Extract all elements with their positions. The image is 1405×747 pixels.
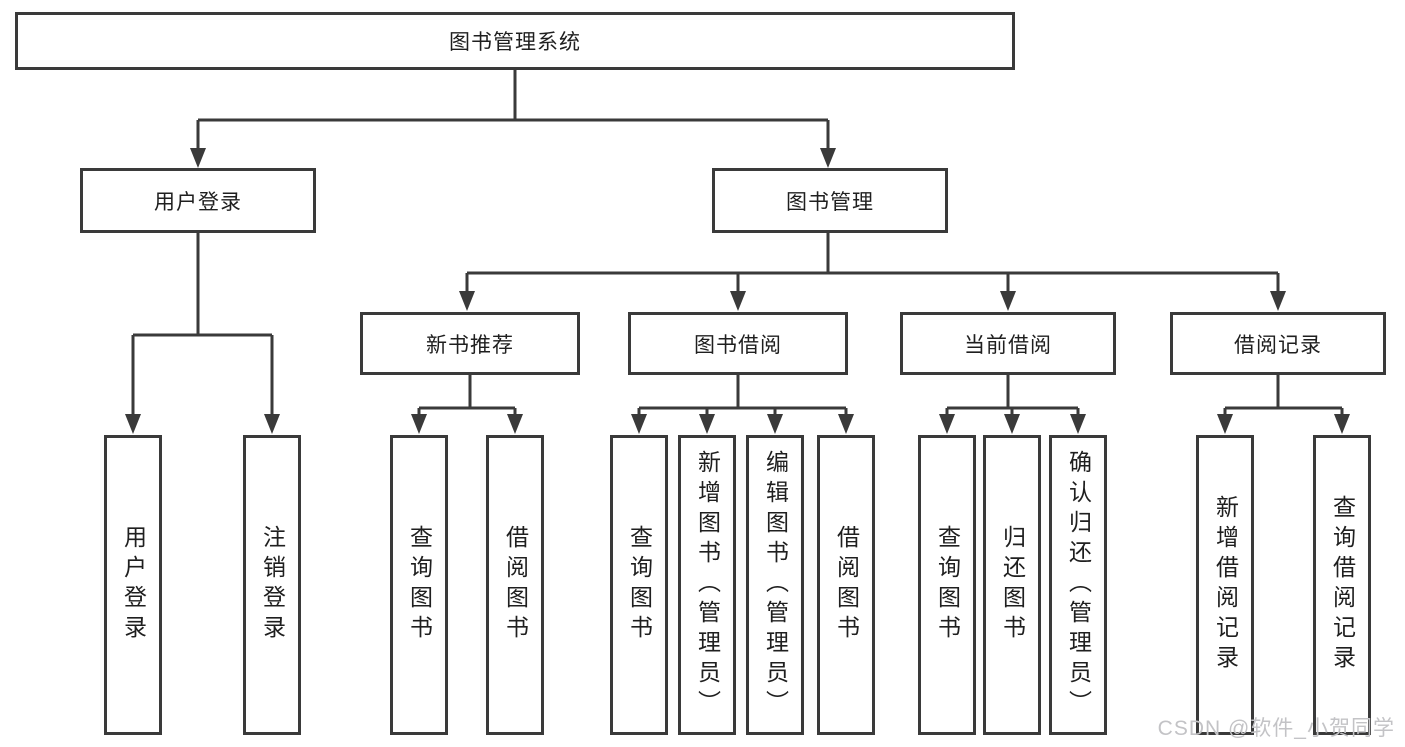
leaf-logout: 注销登录 [243, 435, 301, 735]
node-user-login: 用户登录 [80, 168, 316, 233]
leaf-bb-edit-book-admin: 编辑图书（管理员） [746, 435, 804, 735]
node-label: 查询图书 [406, 525, 433, 645]
node-label: 新增借阅记录 [1212, 495, 1239, 675]
node-label: 新书推荐 [426, 333, 514, 357]
node-label: 当前借阅 [964, 333, 1052, 357]
node-root-system: 图书管理系统 [15, 12, 1015, 70]
leaf-br-add-record: 新增借阅记录 [1196, 435, 1254, 735]
leaf-bb-query-book: 查询图书 [610, 435, 668, 735]
node-current-borrow: 当前借阅 [900, 312, 1116, 375]
leaf-rec-query-book: 查询图书 [390, 435, 448, 735]
leaf-br-query-record: 查询借阅记录 [1313, 435, 1371, 735]
node-label: 借阅记录 [1234, 333, 1322, 357]
node-label: 图书管理 [786, 190, 874, 214]
node-book-management: 图书管理 [712, 168, 948, 233]
node-new-book-recommend: 新书推荐 [360, 312, 580, 375]
node-label: 注销登录 [259, 525, 286, 645]
leaf-cb-return-book: 归还图书 [983, 435, 1041, 735]
node-label: 借阅图书 [833, 525, 860, 645]
node-label: 查询图书 [934, 525, 961, 645]
csdn-watermark: CSDN @软件_小贺同学 [1157, 717, 1395, 740]
node-label: 新增图书（管理员） [694, 450, 721, 720]
node-label: 用户登录 [120, 525, 147, 645]
node-label: 确认归还（管理员） [1065, 450, 1092, 720]
leaf-bb-add-book-admin: 新增图书（管理员） [678, 435, 736, 735]
node-label: 查询图书 [626, 525, 653, 645]
node-label: 编辑图书（管理员） [762, 450, 789, 720]
leaf-cb-confirm-return-admin: 确认归还（管理员） [1049, 435, 1107, 735]
node-label: 图书借阅 [694, 333, 782, 357]
node-label: 归还图书 [999, 525, 1026, 645]
leaf-cb-query-book: 查询图书 [918, 435, 976, 735]
leaf-user-login: 用户登录 [104, 435, 162, 735]
leaf-rec-borrow-book: 借阅图书 [486, 435, 544, 735]
node-label: 图书管理系统 [449, 31, 581, 54]
node-label: 用户登录 [154, 190, 242, 214]
node-book-borrow: 图书借阅 [628, 312, 848, 375]
node-label: 查询借阅记录 [1329, 495, 1356, 675]
node-borrow-record: 借阅记录 [1170, 312, 1386, 375]
leaf-bb-borrow-book: 借阅图书 [817, 435, 875, 735]
node-label: 借阅图书 [502, 525, 529, 645]
